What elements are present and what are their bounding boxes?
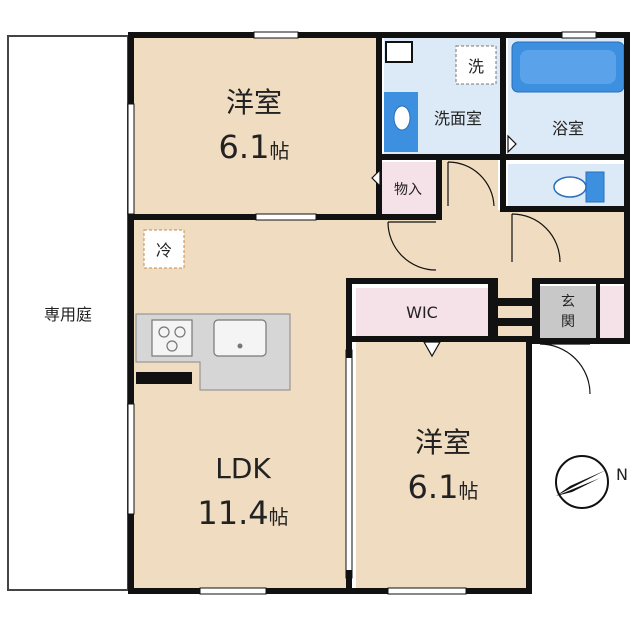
kitchen-wall-stub	[136, 372, 192, 384]
window-left-top	[127, 103, 135, 215]
ldk-area: 11.4帖	[197, 494, 288, 532]
compass: N	[555, 455, 628, 509]
wic-floor	[356, 288, 488, 336]
storage-label: 物入	[394, 182, 422, 198]
western-room-bottom-name: 洋室	[415, 426, 471, 459]
wash-basin-icon	[393, 105, 411, 131]
compass-north-label: N	[616, 465, 628, 484]
door-toilet	[511, 213, 561, 263]
toilet-tank-icon	[585, 171, 605, 203]
fridge-space	[143, 229, 185, 269]
washer-space	[455, 45, 497, 85]
storage-floor	[380, 162, 436, 214]
hallway-floor	[440, 160, 628, 280]
compass-needle-icon	[556, 470, 606, 496]
toilet-bowl-icon	[553, 176, 587, 198]
window-top-room	[253, 31, 299, 39]
wic-label: WIC	[406, 303, 438, 322]
western-room-top-name: 洋室	[226, 86, 282, 119]
garden-label: 専用庭	[44, 305, 92, 324]
western-room-bottom-floor	[356, 342, 528, 590]
labels: 洋室 6.1帖 LDK 11.4帖 洋室 6.1帖 洗面室 浴室 物入 WIC …	[197, 86, 584, 532]
bathroom-label: 浴室	[552, 119, 584, 138]
sliding-door-top-room	[255, 213, 317, 221]
ldk-floor	[134, 220, 440, 590]
stove-icon	[151, 319, 193, 357]
window-left-ldk	[127, 403, 135, 515]
western-room-top-area-value: 6.1	[219, 128, 270, 166]
door-ldk	[387, 221, 437, 271]
ldk-area-unit: 帖	[269, 505, 289, 529]
fridge-label: 冷	[156, 241, 172, 260]
western-room-top-area: 6.1帖	[219, 128, 290, 166]
door-entrance	[539, 343, 591, 395]
ldk-name: LDK	[215, 452, 271, 485]
western-room-top-floor	[134, 38, 380, 216]
garden: 専用庭	[7, 35, 129, 591]
window-bottom-room	[387, 587, 467, 595]
shoe-closet-floor	[600, 286, 628, 338]
door-storage	[371, 168, 381, 188]
door-bath	[507, 134, 517, 154]
doors	[371, 134, 591, 395]
fixtures: 冷 洗	[135, 41, 625, 391]
room-fills	[134, 38, 628, 590]
western-room-bottom-area: 6.1帖	[408, 468, 479, 506]
door-washroom	[447, 161, 495, 207]
entrance-floor	[540, 286, 598, 338]
entrance-label-1: 玄	[561, 293, 575, 310]
washroom-label: 洗面室	[434, 109, 482, 128]
sliding-door-bottom-room	[345, 349, 353, 579]
window-bottom-ldk	[199, 587, 267, 595]
sink-icon	[213, 319, 267, 357]
door-wic	[422, 341, 442, 358]
entrance-label-2: 関	[561, 314, 575, 330]
western-room-bottom-area-value: 6.1	[408, 468, 459, 506]
western-room-top-area-unit: 帖	[269, 139, 289, 163]
windows	[127, 31, 597, 595]
ldk-area-value: 11.4	[197, 494, 268, 532]
washer-label: 洗	[468, 57, 484, 76]
window-bath	[561, 31, 597, 39]
western-room-bottom-area-unit: 帖	[458, 479, 478, 503]
washroom-corner-box	[385, 41, 413, 63]
